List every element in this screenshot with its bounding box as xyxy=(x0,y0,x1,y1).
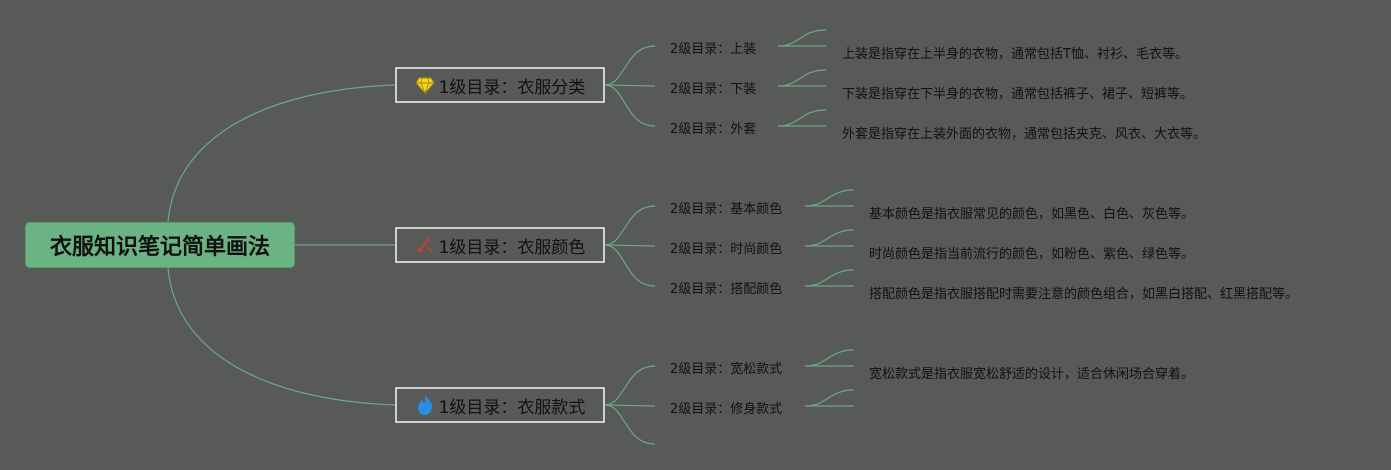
desc-outerwear[interactable]: 外套是指穿在上装外面的衣物，通常包括夹克、风衣、大衣等。 xyxy=(842,127,1207,142)
l1-label: 1级目录：衣服分类 xyxy=(438,77,586,98)
l1-label: 1级目录：衣服颜色 xyxy=(438,237,586,258)
l2-node-fashion-colors[interactable]: 2级目录：时尚颜色 xyxy=(670,242,783,257)
desc-basic-colors[interactable]: 基本颜色是指衣服常见的颜色，如黑色、白色、灰色等。 xyxy=(869,207,1195,222)
root-title: 衣服知识笔记简单画法 xyxy=(49,235,270,260)
desc-tops[interactable]: 上装是指穿在上半身的衣物，通常包括T恤、衬衫、毛衣等。 xyxy=(842,47,1188,62)
l2-node-bottoms[interactable]: 2级目录：下装 xyxy=(670,82,757,97)
l2-2c-desc xyxy=(804,269,855,287)
l2-node-basic-colors[interactable]: 2级目录：基本颜色 xyxy=(670,202,783,217)
l1-node-clothing-category[interactable]: 1级目录：衣服分类 xyxy=(395,67,605,103)
diamond-icon xyxy=(414,75,435,95)
l1-node-clothing-style[interactable]: 1级目录：衣服款式 xyxy=(395,387,605,423)
desc-matching-colors[interactable]: 搭配颜色是指衣服搭配时需要注意的颜色组合，如黑白搭配、红黑搭配等。 xyxy=(869,287,1299,302)
l2-node-tops[interactable]: 2级目录：上装 xyxy=(670,42,757,57)
l1-3-branch-c xyxy=(604,404,656,445)
l2-node-slim-style[interactable]: 2级目录：修身款式 xyxy=(670,402,783,417)
l2-1b-desc xyxy=(777,69,827,87)
l2-3a-desc xyxy=(804,349,855,367)
l1-1-branch-b xyxy=(604,84,656,87)
l1-2-branch-c xyxy=(604,244,656,287)
l1-label: 1级目录：衣服款式 xyxy=(438,397,586,418)
l1-3-branch-a xyxy=(604,365,656,406)
l2-node-matching-colors[interactable]: 2级目录：搭配颜色 xyxy=(670,282,783,297)
desc-bottoms[interactable]: 下装是指穿在下半身的衣物，通常包括裤子、裙子、短裤等。 xyxy=(842,87,1194,102)
desc-fashion-colors[interactable]: 时尚颜色是指当前流行的颜色，如粉色、紫色、绿色等。 xyxy=(869,247,1195,262)
root-node[interactable]: 衣服知识笔记简单画法 xyxy=(25,222,295,268)
l1-node-clothing-color[interactable]: 1级目录：衣服颜色 xyxy=(395,227,605,263)
l1-1-branch-a xyxy=(604,45,656,86)
l2-1a-desc xyxy=(777,29,827,47)
l2-node-loose-style[interactable]: 2级目录：宽松款式 xyxy=(670,362,783,377)
l1-2-branch-a xyxy=(604,205,656,246)
root-branch-3 xyxy=(167,267,396,406)
brush-icon xyxy=(415,235,435,255)
desc-loose-style[interactable]: 宽松款式是指衣服宽松舒适的设计，适合休闲场合穿着。 xyxy=(869,367,1195,382)
l1-2-branch-b xyxy=(604,244,656,247)
l2-2a-desc xyxy=(804,189,855,207)
l2-1c-desc xyxy=(777,109,827,127)
root-branch-1 xyxy=(167,84,396,223)
flame-icon xyxy=(415,395,435,415)
l2-3b-desc xyxy=(804,389,855,407)
l2-node-outerwear[interactable]: 2级目录：外套 xyxy=(670,122,757,137)
l2-2b-desc xyxy=(804,229,855,247)
l1-1-branch-c xyxy=(604,84,656,127)
l1-3-branch-b xyxy=(604,404,656,407)
